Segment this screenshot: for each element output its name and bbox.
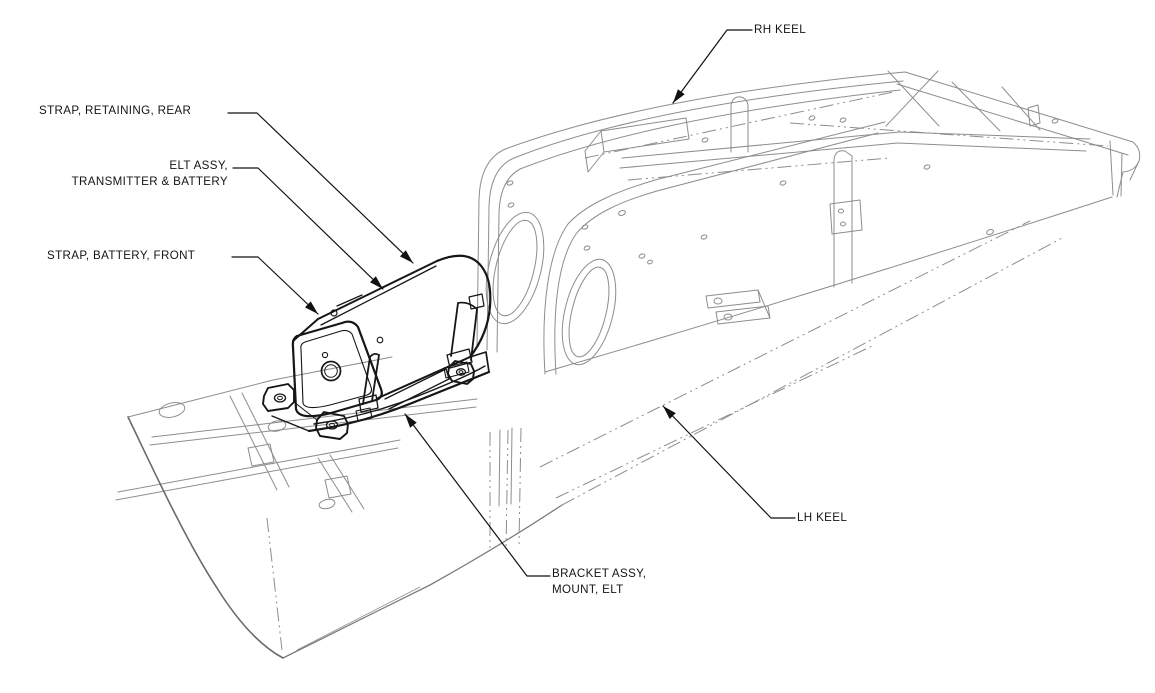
callout-line: LH KEEL [797, 511, 848, 524]
leader-line-bracket-assy-mount-elt [404, 413, 551, 577]
callout-line: BRACKET ASSY, [552, 567, 647, 580]
callout-line: RH KEEL [754, 23, 807, 36]
callout-strap-retaining-rear: STRAP, RETAINING, REAR [39, 103, 231, 119]
leader-line-rh-keel [672, 29, 753, 104]
strap-retaining-rear-part [443, 293, 485, 379]
leader-arrowhead-lh-keel [663, 406, 676, 419]
elt-assembly-drawing [262, 254, 492, 440]
callout-leaders [227, 29, 796, 577]
phantom-lines [266, 91, 1109, 651]
bracket-mount-elt-part [262, 351, 491, 440]
rivet-marks [506, 115, 1059, 265]
callout-strap-battery-front: STRAP, BATTERY, FRONT [47, 248, 239, 264]
leader-line-lh-keel [662, 405, 796, 519]
callout-rh-keel: RH KEEL [754, 22, 844, 38]
leader-arrowhead-strap-battery-front [304, 301, 318, 314]
leader-arrowhead-elt-assy-transmitter-battery [370, 276, 383, 289]
leader-arrowhead-bracket-assy-mount-elt [405, 414, 417, 428]
callout-elt-assy: ELT ASSY, TRANSMITTER & BATTERY [32, 158, 228, 189]
callout-bracket-assy: BRACKET ASSY, MOUNT, ELT [552, 566, 692, 597]
elt-body [291, 254, 492, 418]
callout-lh-keel: LH KEEL [797, 510, 887, 526]
leader-line-strap-battery-front [231, 256, 319, 315]
callout-line: TRANSMITTER & BATTERY [71, 174, 228, 188]
leader-line-strap-retaining-rear [227, 112, 414, 264]
callout-line: STRAP, RETAINING, REAR [39, 104, 192, 117]
callout-line: STRAP, BATTERY, FRONT [47, 249, 196, 262]
leader-line-elt-assy-transmitter-battery [232, 167, 384, 290]
leader-arrowhead-strap-retaining-rear [399, 250, 413, 263]
callout-line: MOUNT, ELT [552, 582, 624, 596]
keel-structure-drawing [115, 70, 1141, 659]
leader-arrowhead-rh-keel [673, 89, 685, 103]
callout-line: ELT ASSY, [169, 159, 228, 172]
